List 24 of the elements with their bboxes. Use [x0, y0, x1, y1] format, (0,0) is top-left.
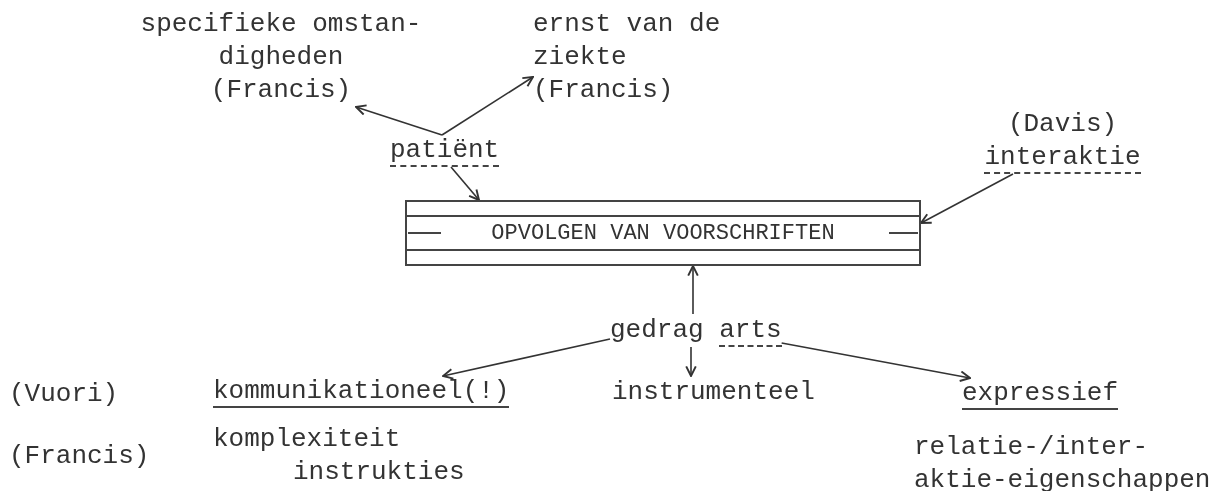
concept-label: expressief [962, 378, 1119, 410]
concept-label: instrumenteel [612, 376, 815, 409]
concept-label: arts [719, 315, 782, 347]
arrow [442, 338, 611, 380]
concept-label: ernst van de ziekte [533, 9, 721, 72]
arrow [685, 346, 697, 377]
concept-label: specifieke omstan- digheden [140, 9, 422, 72]
author-reference: (Francis) [9, 440, 150, 473]
arrow [920, 173, 1014, 224]
process-box [405, 200, 921, 266]
concept-label: kommunikationeel(!) [213, 376, 510, 408]
arrow [441, 76, 534, 136]
arrow [780, 342, 971, 382]
arrow [450, 166, 480, 201]
concept-label: interaktie [984, 142, 1141, 174]
author-reference: (Francis) [533, 75, 674, 105]
arrow [355, 104, 443, 136]
concept-label: patiënt [390, 135, 500, 167]
annotation-text: komplexiteit instrukties [213, 423, 466, 489]
arrow [687, 265, 699, 315]
author-reference: (Francis) [210, 75, 352, 105]
author-reference: (Davis) [1007, 109, 1118, 139]
author-reference: (Vuori) [9, 378, 119, 411]
concept-label: gedrag [610, 315, 704, 345]
